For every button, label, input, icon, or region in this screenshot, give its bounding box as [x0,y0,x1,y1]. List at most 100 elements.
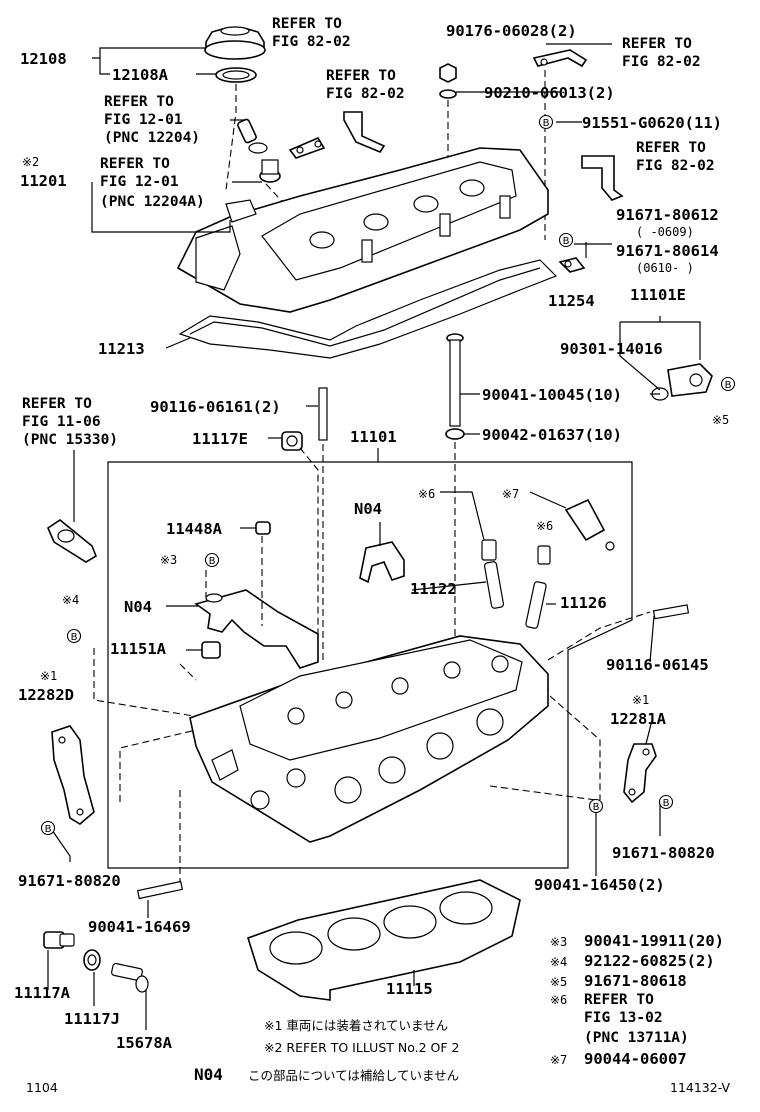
refer-label-line2: FIG 82-02 [622,54,701,70]
part-label-12108a: 12108A [112,66,169,84]
part-label-90176: 90176-06028(2) [446,22,577,40]
refer-label-line1: REFER TO [104,94,174,110]
bolt-marker: B [40,820,56,836]
refer-label-line2: FIG 12-01 [104,112,183,128]
legend-part-5: 91671-80618 [584,972,687,990]
bolt-marker: B [558,232,574,248]
union-90044 [564,498,615,551]
nut-90176 [439,63,457,83]
part-label-90041-10045: 90041-10045(10) [482,386,622,404]
footer-right-code: 114132-V [670,1080,730,1095]
footnote-n04-text: この部品については補給していません [248,1068,459,1083]
refer-label-line3: (PNC 15330) [22,432,118,448]
svg-text:B: B [725,380,732,391]
legend-mark-6: ※6 [550,993,567,1007]
engine-hanger-12281a [623,743,657,804]
refer-label-line1: REFER TO [100,156,170,172]
note-mark-5: ※5 [712,413,729,427]
svg-text:B: B [663,798,670,809]
part-label-12282d: 12282D [18,686,74,704]
refer-label-line3: (PNC 12204) [104,130,200,146]
refer-label-line1: REFER TO [622,36,692,52]
part-label-11117a: 11117A [14,984,71,1002]
svg-text:B: B [71,632,78,643]
bolt-marker: B [588,798,604,814]
refer-label-line1: REFER TO [272,16,342,32]
pcv-valve [237,118,281,183]
part-label-n04: N04 [124,598,152,616]
oil-filler-cap-gasket [215,67,257,83]
gasket-11117j [83,949,101,971]
cylinder-head [189,635,549,843]
footnote-2: ※2 REFER TO ILLUST No.2 OF 2 [264,1040,460,1055]
head-bolt [445,333,465,440]
bolt-marker: B [658,794,674,810]
note-mark-7: ※7 [502,487,519,501]
part-label-11213: 11213 [98,340,145,358]
part-label-90210: 90210-06013(2) [484,84,615,102]
part-label-11117j: 11117J [64,1010,120,1028]
part-label-15678a: 15678A [116,1034,173,1052]
part-label-90042: 90042-01637(10) [482,426,622,444]
part-label-91551: 91551-G0620(11) [582,114,722,132]
refer-label-line1: REFER TO [22,396,92,412]
bolt-marker: B [204,552,220,568]
part-label-11101: 11101 [350,428,397,446]
legend-mark-3: ※3 [550,935,567,949]
part-label-91671-80820: 91671-80820 [612,844,715,862]
refer-label-line2: FIG 82-02 [326,86,405,102]
part-label-11101e: 11101E [630,286,686,304]
note-mark-2: ※2 [22,155,39,169]
cylinder-head-cover-gasket [178,259,558,359]
footnote-n04-label: N04 [194,1065,223,1084]
plug-11151a [201,641,221,659]
oil-filler-cap [204,26,266,60]
bolt-marker: B [720,376,736,392]
clip-11254 [558,257,586,273]
valve-guide-bush-11122 [481,539,505,609]
bolt-marker: B [66,628,82,644]
part-label-90116-06161: 90116-06161(2) [150,398,281,416]
legend-ref-line3: (PNC 13711A) [584,1030,689,1046]
part-label-n04: N04 [354,500,382,518]
refer-label-line1: REFER TO [326,68,396,84]
oil-control-valve [651,363,713,401]
legend-part-3: 90041-19911(20) [584,932,724,950]
cylinder-head-gasket [247,879,521,1001]
date-range-label: (0610- ) [636,261,694,275]
svg-text:B: B [209,556,216,567]
note-mark-1: ※1 [632,693,649,707]
part-label-11122: 11122 [410,580,457,598]
plug-11117e [281,431,303,451]
fitting-15678a [111,962,149,993]
part-label-12281a: 12281A [610,710,667,728]
part-label-11115: 11115 [386,980,433,998]
plug-11448a [255,521,271,535]
legend-part-7: 90044-06007 [584,1050,687,1068]
bracket-top-right [532,49,588,68]
date-range-label: ( -0609) [636,225,694,239]
note-mark-4: ※4 [62,593,79,607]
part-label-11126: 11126 [560,594,607,612]
legend-ref-line2: FIG 13-02 [584,1010,663,1026]
refer-label-line2: FIG 12-01 [100,174,179,190]
footer-left-code: 1104 [26,1080,58,1095]
bearing-cap-small [359,541,405,584]
part-label-90116-06145: 90116-06145 [606,656,709,674]
valve-guide-bush-11126 [525,545,551,629]
washer-90210 [439,89,457,99]
stud-bolt-90041-16469 [136,880,184,900]
svg-text:B: B [593,802,600,813]
refer-label-line2: FIG 82-02 [636,158,715,174]
engine-hanger-12282d [51,725,95,825]
part-label-90041-16469: 90041-16469 [88,918,191,936]
svg-text:B: B [543,118,550,129]
svg-text:B: B [563,236,570,247]
note-mark-6: ※6 [536,519,553,533]
part-label-91671-80820: 91671-80820 [18,872,121,890]
cylinder-head-cover [176,147,549,313]
refer-label-line1: REFER TO [636,140,706,156]
part-label-90041-16450: 90041-16450(2) [534,876,665,894]
legend-mark-5: ※5 [550,975,567,989]
